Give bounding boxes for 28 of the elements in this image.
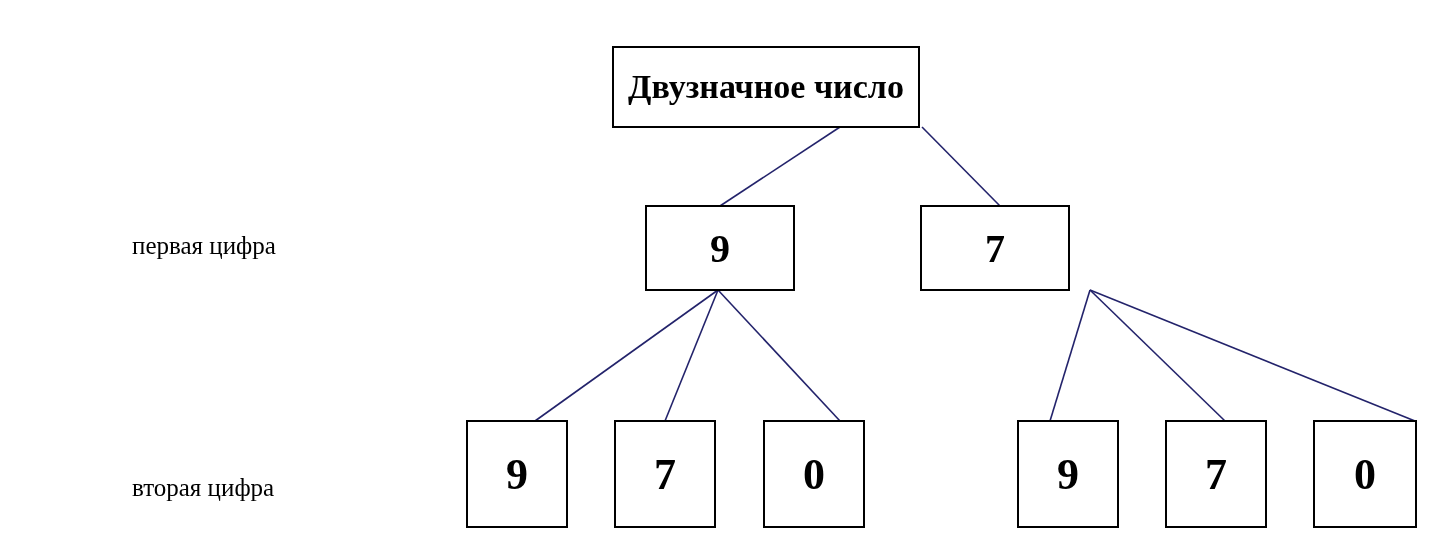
node-label: 0 [803,448,825,500]
number-box [920,205,1070,291]
connector-line [664,289,719,422]
number-box [763,420,865,528]
number-box [466,420,568,528]
connector-line [1089,289,1416,422]
node-label: 0 [1354,448,1376,500]
connector-line [717,289,841,422]
node-label: 7 [985,224,1005,272]
node-label: 9 [506,448,528,500]
node-label: 7 [1205,448,1227,500]
number-box [612,46,920,128]
row-label: вторая цифра [132,474,275,502]
connector-line [1089,289,1226,422]
node-label: 7 [654,448,676,500]
node-label: 9 [1057,448,1079,500]
connector-line [719,126,841,207]
node-label: 9 [710,224,730,272]
number-box [1017,420,1119,528]
number-box [1165,420,1267,528]
node-label: Двузначное число [628,68,904,106]
row-label: первая цифра [132,232,276,260]
number-box [1313,420,1417,528]
number-box [645,205,795,291]
number-box [614,420,716,528]
connector-line [921,126,1001,207]
connector-line [534,289,719,422]
connector-line [1049,289,1091,422]
